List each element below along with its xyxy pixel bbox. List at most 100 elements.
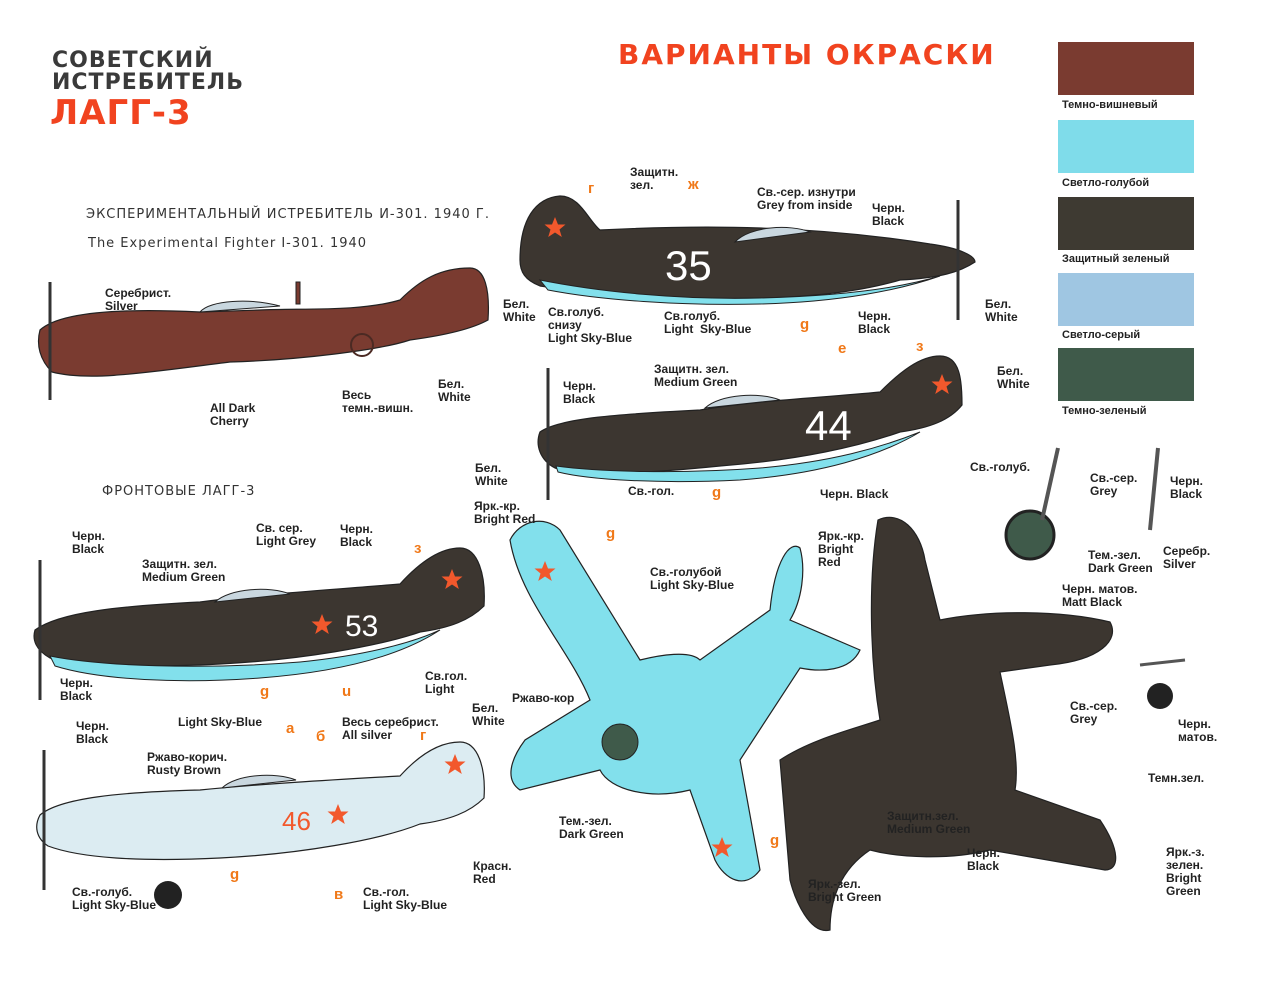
letter-g3: g bbox=[712, 484, 722, 501]
label-i301-all-cherry: All Dark Cherry bbox=[210, 401, 256, 428]
top-view-dark bbox=[779, 516, 1117, 931]
label-top-skyblue: Св.-голубой Light Sky-Blue bbox=[650, 565, 735, 592]
letter-a: а bbox=[286, 720, 295, 737]
p35-underside bbox=[538, 275, 941, 305]
label-p44-svgol: Св.-гол. bbox=[628, 484, 675, 498]
label-p53-white: Бел. White bbox=[472, 701, 505, 728]
gear-strut-1 bbox=[1040, 447, 1060, 521]
letter-g4: g bbox=[606, 525, 616, 542]
label-p44-white-left: Бел. White bbox=[475, 461, 508, 488]
p46-fuselage bbox=[36, 741, 485, 861]
swatch-skyblue bbox=[1058, 120, 1194, 173]
label-gear2-matt: Черн. матов. bbox=[1178, 717, 1218, 744]
p35-canopy bbox=[733, 226, 812, 243]
aircraft-53: 53 bbox=[33, 547, 485, 700]
label-p35-white-left: Бел. White bbox=[503, 297, 536, 324]
label-p53-skyblue: Light Sky-Blue bbox=[178, 715, 263, 729]
letter-z2: з bbox=[414, 540, 422, 557]
label-p46-red: Красн. Red bbox=[473, 859, 512, 886]
letter-g5: g bbox=[260, 683, 270, 700]
label-p35-light: Св.-сер. изнутри Grey from inside bbox=[757, 185, 856, 212]
label-p35-white-right: Бел. White bbox=[985, 297, 1018, 324]
swatch-label-cherry: Темно-вишневый bbox=[1062, 99, 1158, 111]
swatch-light-grey bbox=[1058, 273, 1194, 326]
label-gear-silver: Серебр. Silver bbox=[1163, 544, 1211, 571]
label-p53-black-top: Черн. Black bbox=[340, 522, 374, 549]
p44-canopy bbox=[703, 394, 781, 409]
letter-g6: g bbox=[230, 866, 240, 883]
letter-z1: з bbox=[916, 338, 924, 355]
swatch-label-protective-green: Защитный зеленый bbox=[1062, 253, 1170, 265]
label-p46-sky-right: Св.-гол. Light Sky-Blue bbox=[363, 885, 448, 912]
p53-number: 53 bbox=[345, 610, 378, 643]
i301-fuselage bbox=[37, 267, 490, 377]
label-p44-medgreen: Защитн. зел. Medium Green bbox=[654, 362, 738, 389]
aircraft-35: 35 bbox=[519, 195, 976, 320]
i301-canopy bbox=[198, 300, 281, 313]
title-soviet: СОВЕТСКИЙ ИСТРЕБИТЕЛЬ bbox=[52, 50, 244, 94]
label-dark-black: Черн. Black bbox=[967, 846, 1001, 873]
swatch-protective-green bbox=[1058, 197, 1194, 250]
label-gear-matt: Черн. матов. Matt Black bbox=[1062, 582, 1138, 609]
p44-underside bbox=[555, 431, 921, 483]
landing-gear-2 bbox=[1139, 658, 1186, 709]
label-p53-medgreen: Защитн. зел. Medium Green bbox=[142, 557, 226, 584]
aircraft-top-dark bbox=[779, 516, 1117, 931]
landing-gear-1 bbox=[1004, 447, 1160, 561]
label-dark-medgreen: Защитн.зел. Medium Green bbox=[887, 809, 971, 836]
letter-e: е bbox=[838, 340, 847, 357]
title-line-2: ИСТРЕБИТЕЛЬ bbox=[52, 70, 244, 95]
label-p35-black: Черн. Black bbox=[872, 201, 906, 228]
label-gear2-darkgreen: Темн.зел. bbox=[1148, 771, 1205, 785]
p53-fuselage bbox=[33, 547, 485, 667]
p53-canopy bbox=[213, 588, 291, 603]
aircraft-46: 46 bbox=[36, 741, 485, 909]
label-gear2-grey: Св.-сер. Grey bbox=[1070, 699, 1118, 726]
p46-number: 46 bbox=[282, 806, 311, 836]
swatch-label-light-grey: Светло-серый bbox=[1062, 329, 1141, 341]
p35-fuselage bbox=[519, 195, 976, 300]
label-p44-black: Черн. Black bbox=[563, 379, 597, 406]
i301-roundel bbox=[350, 333, 374, 357]
label-dark-brightgreen: Ярк.-з. зелен. Bright Green bbox=[1166, 845, 1205, 898]
letter-g7: g bbox=[770, 832, 780, 849]
label-p46-rusty: Ржаво-корич. Rusty Brown bbox=[147, 750, 228, 777]
top-view-skyblue bbox=[509, 520, 861, 882]
section-front-ru: ФРОНТОВЫЕ ЛАГГ-3 bbox=[102, 484, 256, 499]
p44-number: 44 bbox=[805, 402, 852, 449]
gear-strut-3 bbox=[1139, 658, 1186, 667]
label-gear-black: Черн. Black bbox=[1170, 474, 1204, 501]
label-gear-grey: Св.-сер. Grey bbox=[1090, 471, 1138, 498]
label-p35-prot: Защитн. зел. bbox=[630, 165, 679, 192]
label-p44-white-right: Бел. White bbox=[997, 364, 1030, 391]
label-i301-all-cherry-ru: Весь темн.-вишн. bbox=[342, 388, 414, 415]
swatch-dark-green bbox=[1058, 348, 1194, 401]
aircraft-i301 bbox=[37, 267, 490, 400]
title-lagg3: ЛАГГ-3 bbox=[50, 93, 192, 133]
letter-g2: g bbox=[800, 316, 810, 333]
p46-wheel bbox=[154, 881, 182, 909]
aircraft-44: 44 bbox=[537, 355, 963, 500]
title-line-1: СОВЕТСКИЙ bbox=[52, 48, 214, 73]
section-experimental-ru: ЭКСПЕРИМЕНТАЛЬНЫЙ ИСТРЕБИТЕЛЬ И-301. 194… bbox=[86, 207, 490, 222]
letter-b: б bbox=[316, 728, 326, 745]
label-top-darkgreen: Тем.-зел. Dark Green bbox=[559, 814, 624, 841]
label-p46-sky-left: Св.-голуб. Light Sky-Blue bbox=[72, 885, 157, 912]
label-p46-black: Черн. Black bbox=[76, 719, 110, 746]
gear-wheel-1 bbox=[1004, 509, 1056, 561]
letter-u: u bbox=[342, 683, 352, 700]
p46-canopy bbox=[220, 774, 297, 789]
top-view-spinner bbox=[601, 723, 639, 761]
p53-underside bbox=[49, 629, 441, 682]
p44-fuselage bbox=[537, 355, 963, 474]
label-p35-sky: Св.голуб. Light Sky-Blue bbox=[664, 309, 752, 336]
swatch-label-dark-green: Темно-зеленый bbox=[1062, 405, 1147, 417]
label-top-brightred: Ярк.-кр. Bright Red bbox=[474, 499, 536, 526]
gear-wheel-2 bbox=[1147, 683, 1173, 709]
letter-g8: г bbox=[420, 727, 427, 744]
label-i301-white: Бел. White bbox=[438, 377, 471, 404]
label-p53-lightgrey: Св. сер. Light Grey bbox=[256, 521, 317, 548]
label-i301-silver: Серебрист. Silver bbox=[105, 286, 172, 313]
label-top-brightgreen: Ярк.-зел. Bright Green bbox=[808, 877, 882, 904]
variants-title: ВАРИАНТЫ ОКРАСКИ bbox=[618, 38, 996, 71]
